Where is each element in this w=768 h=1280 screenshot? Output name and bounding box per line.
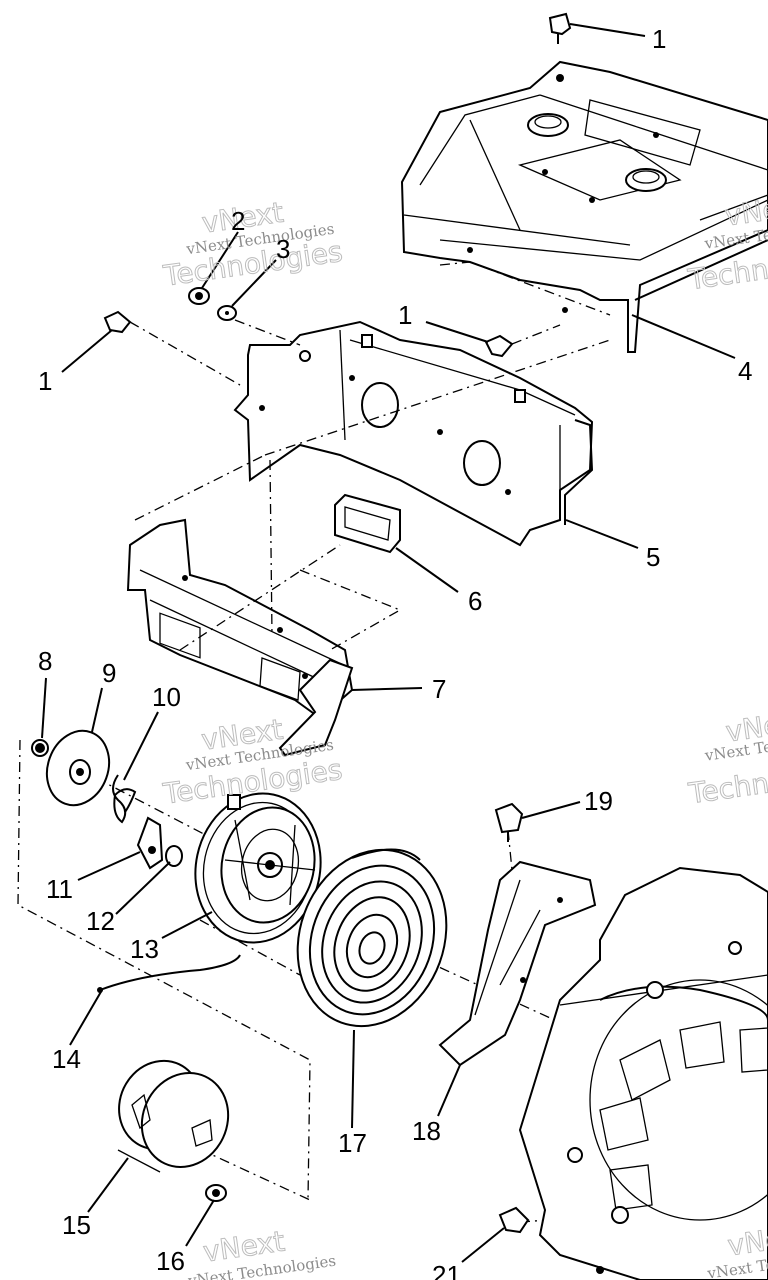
callout-11: 11 [46,874,73,904]
callout-21: 21 [432,1260,461,1280]
callout-1-middle: 1 [398,300,412,330]
part-14-rope [97,954,241,993]
part-12-spring [165,845,183,867]
fan-housing [518,866,768,1280]
callout-5: 5 [646,542,660,572]
callout-14: 14 [52,1044,81,1074]
callout-16: 16 [156,1246,185,1276]
callout-17: 17 [338,1128,367,1158]
part-17-recoil-spring [296,848,448,1028]
part-4-top-shroud [400,60,768,353]
callout-18: 18 [412,1116,441,1146]
callout-labels: 1 2 3 1 1 4 5 6 7 8 9 10 11 12 13 14 15 … [38,24,752,1280]
leader-lines [41,23,736,1263]
callout-13: 13 [130,934,159,964]
fastener-21 [498,1206,530,1234]
callout-7: 7 [432,674,446,704]
washer-3 [217,305,237,321]
part-15-cup [117,1059,230,1173]
callout-2: 2 [231,206,245,236]
fastener-1-middle [484,334,514,358]
nut-2 [188,287,210,305]
callout-6: 6 [468,586,482,616]
part-13-pulley [194,792,322,944]
fastener-1-top [548,12,572,44]
part-6-gasket [334,493,401,554]
callout-10: 10 [152,682,181,712]
part-7-bracket [126,518,354,757]
callout-19: 19 [584,786,613,816]
part-5-back-panel [233,320,594,547]
part-18-bracket [438,860,597,1067]
part-9-plate [45,729,111,807]
callout-3: 3 [276,234,290,264]
watermark: vNext Technologies vNext Technologies [160,195,345,293]
callout-9: 9 [102,658,116,688]
callout-4: 4 [738,356,752,386]
part-19-bolt [494,802,524,842]
callout-1-left: 1 [38,366,52,396]
fastener-1-left [103,310,132,334]
callout-8: 8 [38,646,52,676]
part-11-pawl [136,816,164,870]
part-10-spring-clip [112,774,137,824]
part-8-nut [31,739,49,757]
part-16-screw [205,1184,227,1202]
callout-1-top: 1 [652,24,666,54]
callout-15: 15 [62,1210,91,1240]
watermark: vNext vNext Technologies [186,1224,337,1280]
callout-12: 12 [86,906,115,936]
watermark: vNext Technologies vNext Technologies [685,704,768,811]
